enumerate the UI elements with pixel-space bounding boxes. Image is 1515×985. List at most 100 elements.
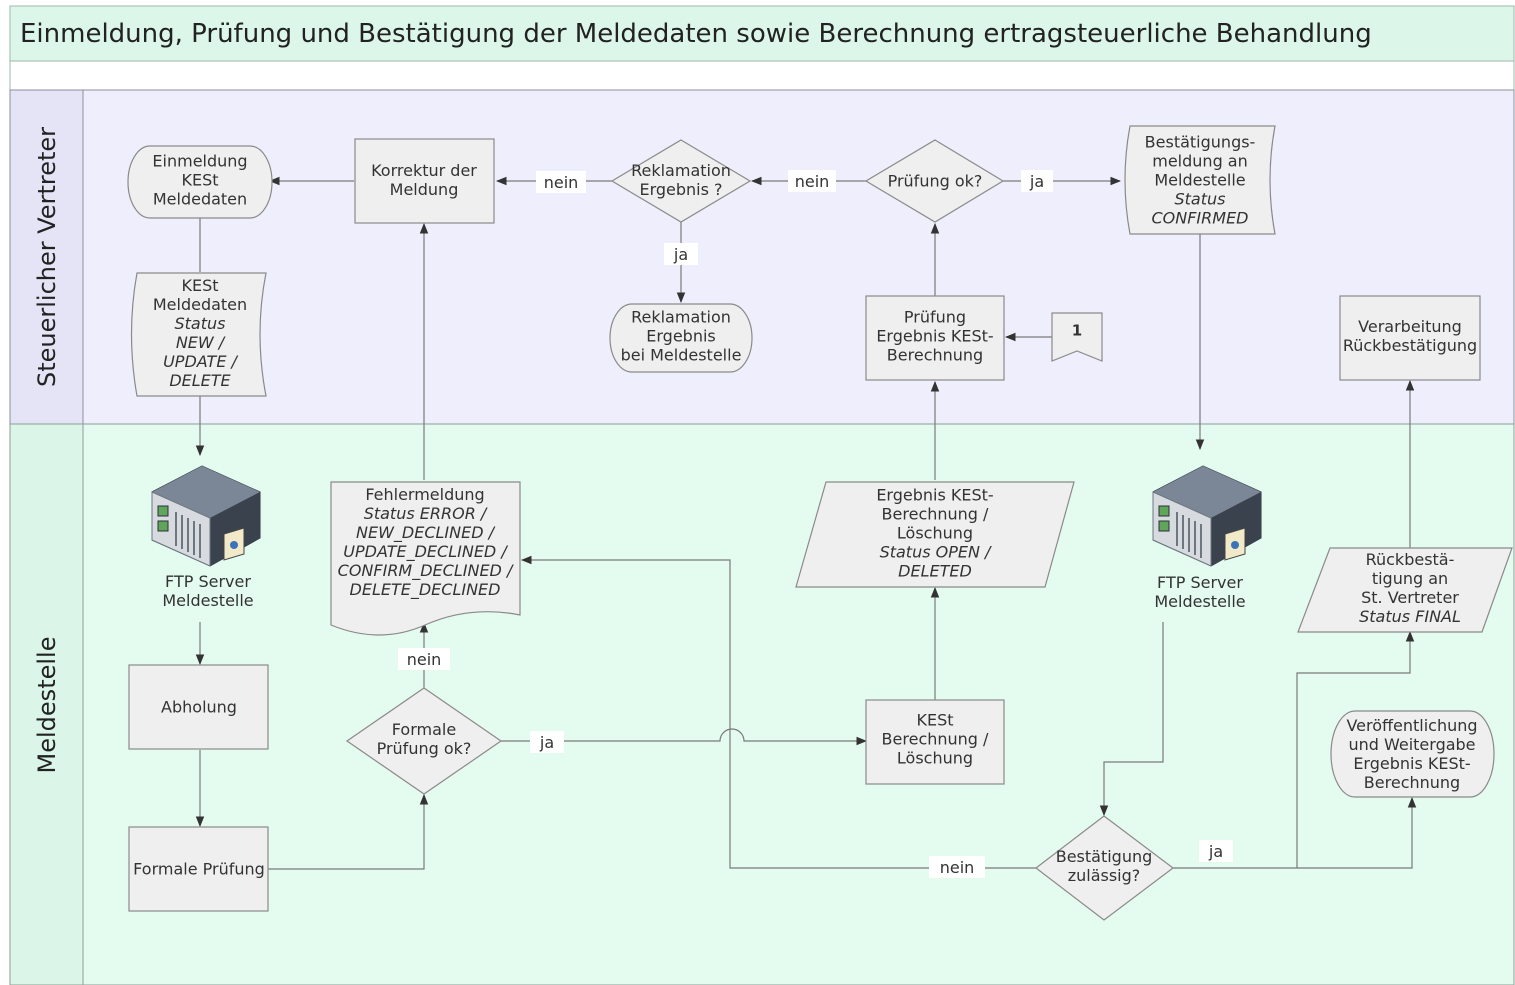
korrektur-shape (354, 138, 495, 224)
ergebnis-kest-shape (795, 481, 1075, 588)
label-line: UPDATE_DECLINED / (343, 542, 508, 562)
label-line: Ergebnis KESt- (876, 327, 993, 346)
edge-zulaessig-nein (520, 555, 1036, 869)
bestaetigung-an-shape (1124, 125, 1276, 235)
label-line: St. Vertreter (1361, 588, 1459, 607)
label-line: Meldestelle (1154, 171, 1245, 190)
label-line: FTP Server (1157, 573, 1243, 592)
label-line: Status FINAL (1359, 607, 1461, 626)
label-line: Ergebnis (646, 327, 715, 346)
label-line: DELETE_DECLINED (350, 580, 501, 600)
label-line: Meldung (390, 180, 459, 199)
veroeffentlichung-shape (1330, 710, 1495, 798)
edge-label-ja-reklamation: ja (673, 245, 688, 264)
kest-berechnung-shape (865, 699, 1005, 785)
formale-ok-shape (345, 687, 503, 795)
title-spacer (9, 60, 1515, 91)
edge-label-nein-korrektur: nein (544, 173, 579, 192)
label-line: Bestätigungs- (1145, 133, 1256, 152)
edge-formale-to-diamond (268, 793, 429, 870)
edge-formale-ja (501, 728, 868, 746)
label-line: Löschung (897, 524, 973, 543)
label-line: Meldestelle (162, 591, 253, 610)
label-line: Meldedaten (153, 190, 247, 209)
label-line: Prüfung (904, 308, 966, 327)
label-line: NEW / (176, 333, 226, 352)
label-line: Ergebnis ? (639, 180, 722, 199)
label-line: Ergebnis KESt- (876, 486, 993, 505)
label-line: DELETE (169, 371, 231, 390)
server-icon (151, 465, 261, 567)
pruefung-ok-shape (864, 139, 1005, 223)
edge-zulaessig-veroeff (1297, 796, 1417, 869)
lane-bottom-label: Meldestelle (33, 637, 61, 774)
server-icon (1152, 465, 1262, 567)
abholung-shape (128, 664, 269, 750)
label-line: KESt (916, 711, 953, 730)
label-line: CONFIRMED (1151, 209, 1248, 228)
label-line: Status OPEN / (880, 543, 992, 562)
verarbeitung-shape (1339, 295, 1481, 381)
label-line: NEW_DECLINED / (356, 523, 496, 543)
label-line: Rückbestätigung (1343, 336, 1477, 355)
lane-bottom-header (9, 423, 84, 985)
label-line: UPDATE / (163, 352, 238, 371)
label-line: Formale (392, 720, 456, 739)
label-line: Meldestelle (1154, 592, 1245, 611)
bestaetigung-zulaessig-shape (1035, 815, 1174, 921)
edge-label-ja-pruefung: ja (1029, 172, 1044, 191)
label-line: Veröffentlichung (1346, 716, 1477, 735)
label-line: Status ERROR / (364, 504, 488, 523)
shapes (127, 125, 1513, 921)
label-line: Einmeldung (152, 152, 247, 171)
label-line: Abholung (161, 698, 237, 717)
label-line: Berechnung (1364, 773, 1460, 792)
label-line: Prüfung ok? (377, 739, 472, 758)
edge-ftp2-zulaessig (1099, 622, 1164, 817)
label-line: und Weitergabe (1348, 735, 1475, 754)
label-line: Rückbestä- (1366, 550, 1455, 569)
label-line: meldung an (1152, 152, 1248, 171)
label-line: Prüfung ok? (888, 172, 983, 191)
label-line: Berechnung (887, 346, 983, 365)
label-line: Löschung (897, 749, 973, 768)
label-line: FTP Server (165, 572, 251, 591)
label-line: KESt (181, 171, 218, 190)
label-line: tigung an (1372, 569, 1448, 588)
label-line: DELETED (898, 562, 972, 581)
label-line: Meldedaten (153, 295, 247, 314)
label-line: Korrektur der (371, 161, 477, 180)
label-line: 1 (1072, 321, 1082, 339)
pruefung-ergebnis-shape (865, 295, 1005, 381)
edge-zulaessig-ja (1173, 630, 1415, 869)
abholung-label: Abholung (161, 698, 237, 717)
reklamation-bei-shape (609, 303, 753, 373)
connector-label: 1 (1072, 321, 1082, 339)
connector-shape (1051, 312, 1103, 362)
label-line: Berechnung / (882, 730, 989, 749)
einmeldung-shape (127, 145, 273, 219)
label-line: Ergebnis KESt- (1353, 754, 1470, 773)
label-line: Berechnung / (882, 505, 989, 524)
label-line: Reklamation (631, 308, 731, 327)
label-line: Bestätigung (1056, 847, 1153, 866)
page-title: Einmeldung, Prüfung und Bestätigung der … (20, 19, 1372, 49)
fehlermeldung-shape (330, 481, 521, 636)
kest-meldedaten-shape (130, 272, 267, 397)
edge-label-nein-pruefung: nein (795, 172, 830, 191)
edge-label-backgrounds (398, 170, 1233, 878)
reklamation-q-shape (610, 139, 752, 223)
edge-label-ja-formale: ja (539, 733, 554, 752)
label-line: KESt (181, 276, 218, 295)
